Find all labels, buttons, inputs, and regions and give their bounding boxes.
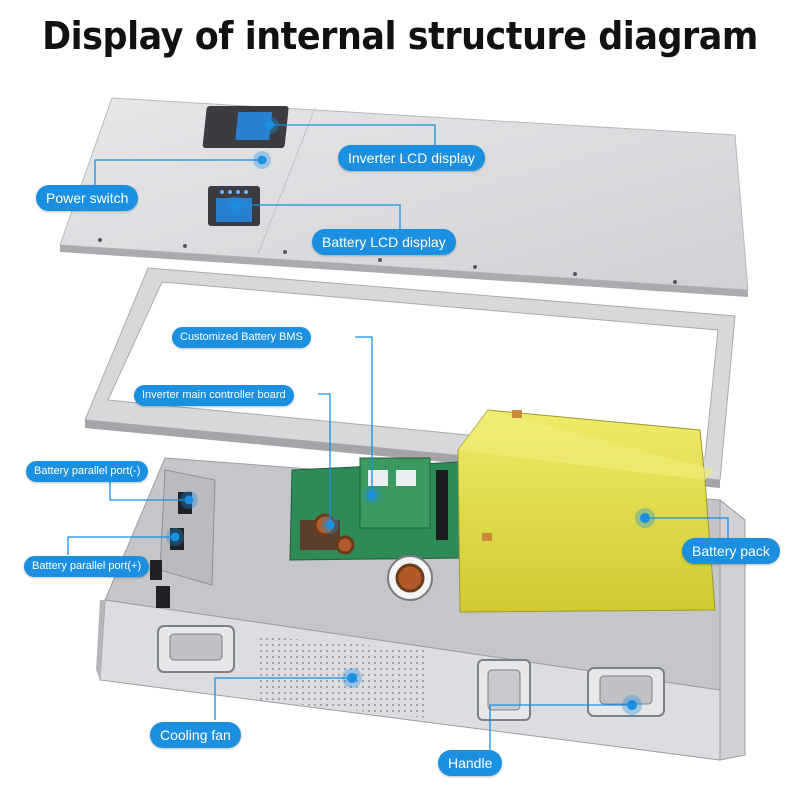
callout-parallel-port-neg: Battery parallel port(-) (26, 461, 149, 482)
leader-lines (67, 124, 729, 750)
callout-cooling-fan: Cooling fan (150, 722, 241, 748)
callout-battery-bms: Customized Battery BMS (172, 327, 311, 348)
callout-handle: Handle (438, 750, 503, 776)
battery-pack (457, 409, 716, 613)
callout-parallel-port-pos: Battery parallel port(+) (24, 556, 150, 577)
cooling-vent (256, 636, 428, 718)
callout-inverter-board: Inverter main controller board (134, 385, 294, 406)
callout-inverter-lcd: Inverter LCD display (338, 145, 485, 171)
top-lid (59, 97, 749, 297)
diagram-title: Display of internal structure diagram (42, 14, 758, 58)
callout-battery-pack: Battery pack (682, 538, 780, 564)
hotspots (166, 116, 655, 715)
callout-battery-lcd: Battery LCD display (312, 229, 456, 255)
callout-power-switch: Power switch (36, 185, 139, 211)
